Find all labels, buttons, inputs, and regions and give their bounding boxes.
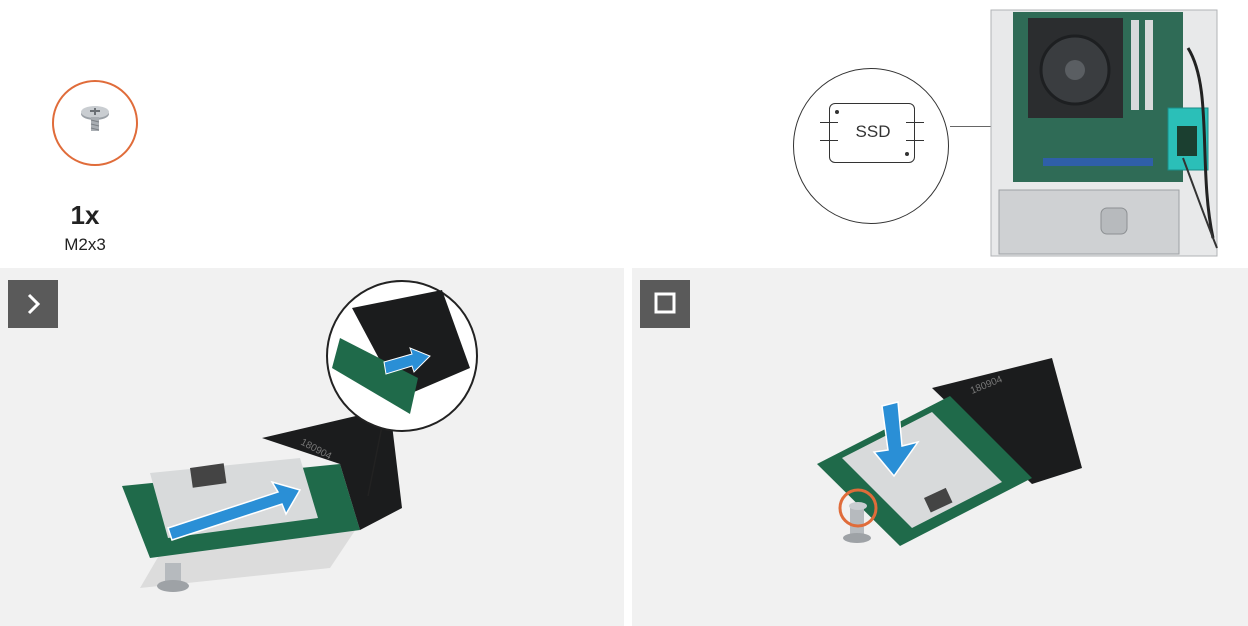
screw-type-label: M2x3 [40, 235, 130, 255]
ssd-location-callout: SSD [793, 68, 953, 228]
ssd-label: SSD [830, 122, 916, 142]
screw-callout-circle [52, 80, 138, 166]
system-chassis-illustration [983, 8, 1223, 258]
step-panel-secure: 180904 [632, 268, 1248, 626]
ssd-insertion-illustration: 180904 [0, 268, 624, 626]
ssd-icon: SSD [829, 103, 915, 163]
screw-icon [54, 82, 136, 164]
screw-legend: 1x M2x3 [40, 70, 160, 270]
ssd-callout-circle: SSD [793, 68, 949, 224]
screw-quantity: 1x [40, 200, 130, 231]
ssd-secured-illustration: 180904 [632, 268, 1248, 626]
step-panel-insert: 180904 [0, 268, 624, 626]
